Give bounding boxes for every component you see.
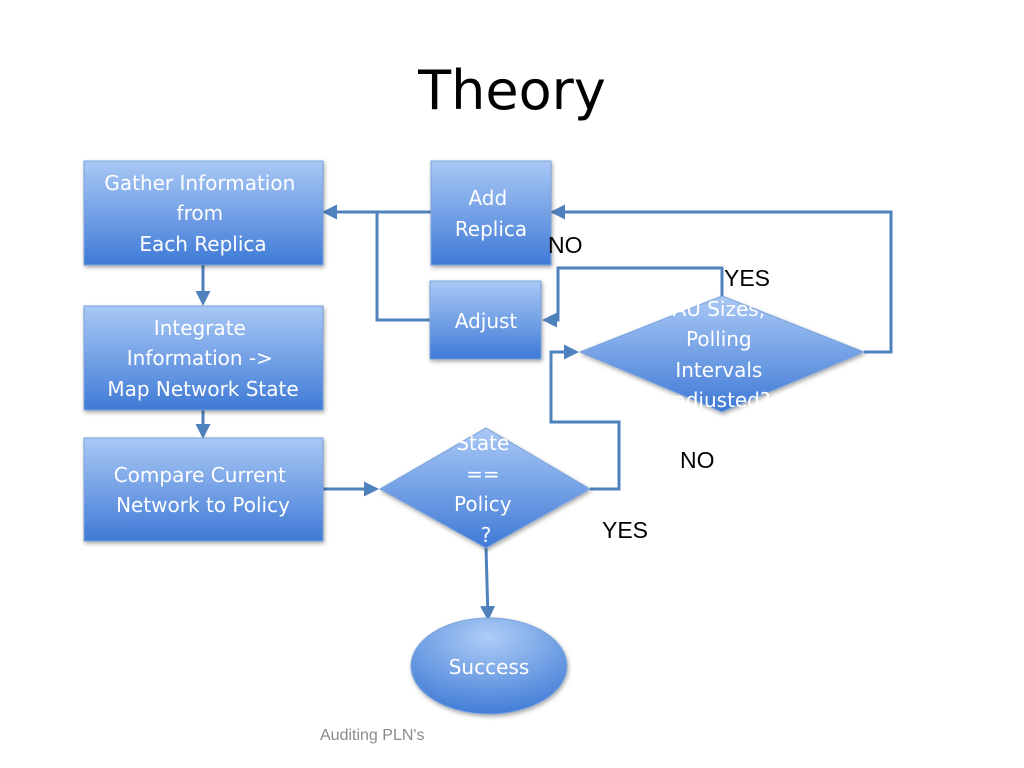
gather-label-line-2: from xyxy=(177,201,224,225)
svg-text:State == Policy: State == Policy ? xyxy=(454,431,518,547)
adjust-box: Adjust xyxy=(429,280,542,360)
integrate-label-line-1: Integrate xyxy=(154,316,246,340)
svg-text:Adjust: Adjust xyxy=(455,309,518,333)
policy-label-line-3: Policy xyxy=(454,492,512,516)
connector-au-no-to-add-replica xyxy=(550,204,893,354)
svg-text:Compare Current Network: Compare Current Network to Policy xyxy=(114,463,293,517)
compare-label-line-1: Compare Current xyxy=(114,463,286,487)
gather-label-line-1: Gather Information xyxy=(104,171,295,195)
au-label-line-3: Intervals xyxy=(675,358,762,382)
slide-title: Theory xyxy=(418,59,606,122)
add-replica-label-line-1: Add xyxy=(468,186,507,210)
edge-label-policy-no: NO xyxy=(680,447,715,473)
state-policy-decision: State == Policy ? xyxy=(378,427,592,549)
success-label: Success xyxy=(449,655,530,679)
gather-label-line-3: Each Replica xyxy=(139,232,266,256)
connector-policy-to-success xyxy=(480,547,496,621)
policy-label-line-1: State xyxy=(456,431,509,455)
svg-text:Success: Success xyxy=(449,655,530,679)
connector-adjust-to-gather xyxy=(375,212,430,322)
adjust-label: Adjust xyxy=(455,309,518,333)
svg-text:Add Replica: Add Replica xyxy=(455,186,527,241)
edge-label-policy-yes: YES xyxy=(602,517,648,543)
success-terminal: Success xyxy=(410,617,568,715)
edge-label-au-no: NO xyxy=(548,232,583,258)
connector-au-yes-to-adjust xyxy=(542,266,724,328)
policy-label-line-4: ? xyxy=(481,523,492,547)
gather-information-box: Gather Information from Each Replica xyxy=(83,160,324,266)
connectors xyxy=(195,204,893,621)
au-label-line-1: AU Sizes, xyxy=(673,297,766,321)
compare-current-box: Compare Current Network to Policy xyxy=(83,437,324,542)
edge-label-au-yes: YES xyxy=(724,265,770,291)
svg-text:AU Sizes, Polling: AU Sizes, Polling Intervals adjusted? xyxy=(673,297,772,412)
integrate-information-box: Integrate Information -> Map Network Sta… xyxy=(83,305,324,411)
au-label-line-2: Polling xyxy=(686,327,752,351)
svg-text:Integrate Information ->: Integrate Information -> Map Network Sta… xyxy=(107,316,298,401)
add-replica-label-line-2: Replica xyxy=(455,217,527,241)
compare-label-line-2: Network to Policy xyxy=(116,493,290,517)
au-label-line-4: adjusted? xyxy=(673,388,770,412)
integrate-label-line-2: Information -> xyxy=(127,346,273,370)
svg-text:Gather Information from: Gather Information from Each Replica xyxy=(104,171,301,256)
policy-label-line-2: == xyxy=(466,462,500,486)
connector-policy-no-to-au xyxy=(549,344,621,491)
integrate-label-line-3: Map Network State xyxy=(107,377,298,401)
add-replica-box: Add Replica xyxy=(430,160,552,266)
au-sizes-decision: AU Sizes, Polling Intervals adjusted? xyxy=(578,295,866,413)
footer-text: Auditing PLN's xyxy=(320,727,425,744)
